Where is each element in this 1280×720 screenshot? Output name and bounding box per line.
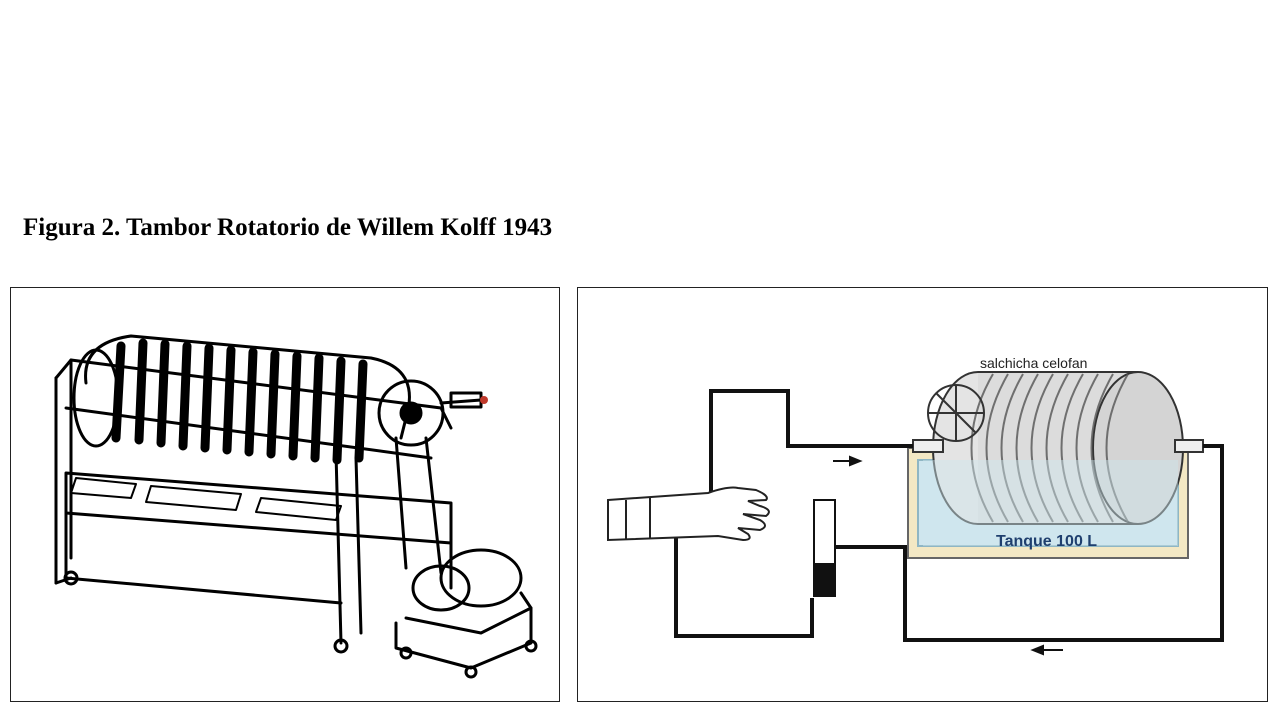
dialysis-circuit-schematic-panel: salchicha celofan Tanque 100 L (577, 287, 1268, 702)
dialysis-circuit-schematic: salchicha celofan Tanque 100 L (578, 288, 1267, 701)
drum-label: salchicha celofan (980, 355, 1087, 371)
rotating-drum-machine-drawing (11, 288, 559, 701)
cellophane-drum (913, 372, 1203, 546)
figure-title: Figura 2. Tambor Rotatorio de Willem Kol… (23, 214, 552, 242)
bubble-trap-column (814, 500, 835, 596)
drum-machine-illustration-panel (10, 287, 560, 702)
patient-arm (608, 488, 769, 540)
tank-label: Tanque 100 L (996, 533, 1097, 550)
